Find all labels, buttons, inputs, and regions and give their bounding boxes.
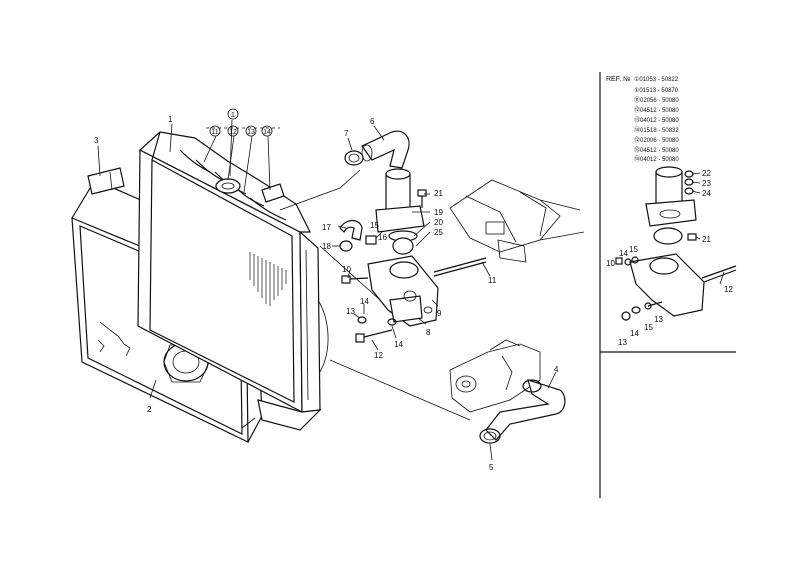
ref-line-9: ⑭04012 - 50080: [634, 155, 679, 163]
inset-callout-14b: 14: [630, 329, 639, 338]
callout-10: 10: [342, 265, 351, 274]
callout-7: 7: [344, 129, 349, 138]
callout-14b: 14: [394, 340, 403, 349]
callout-21: 21: [434, 189, 443, 198]
radiator-core: [137, 131, 329, 431]
callout-25: 25: [434, 228, 443, 237]
callout-9: 9: [437, 309, 442, 318]
circled-callout-12: 12: [229, 129, 237, 136]
circled-callout-11: 11: [211, 129, 218, 136]
inset-callout-13a: 13: [618, 338, 627, 347]
circled-callouts: 1 11 12 13 14: [209, 108, 273, 137]
callout-5: 5: [489, 463, 494, 472]
ref-title: REF. №: [606, 76, 631, 83]
callout-15: 15: [370, 221, 379, 230]
callout-11: 11: [488, 276, 497, 285]
callout-4: 4: [554, 365, 559, 374]
callout-3: 3: [94, 136, 99, 145]
callout-6: 6: [370, 117, 375, 126]
ref-line-7: ⑫02006 - 50080: [634, 136, 679, 144]
inset-alternative-parts: [599, 72, 737, 498]
water-pump-lower-hose: [449, 339, 566, 444]
callout-19: 19: [434, 208, 443, 217]
inset-callout-15a: 15: [629, 245, 638, 254]
inset-callout-10: 10: [606, 259, 615, 268]
callout-2: 2: [147, 405, 152, 414]
ref-line-6: ⑭01518 - 50832: [634, 126, 679, 134]
ref-line-4: ⑫04512 - 50080: [634, 106, 679, 114]
inset-callout-14a: 14: [619, 249, 628, 258]
inset-callouts: 22 23 24 21 10 14 15 12 13 14 15 13: [606, 169, 733, 347]
callout-13: 13: [346, 307, 355, 316]
ref-line-2: ①01513 - 50870: [634, 87, 679, 94]
inset-reference-list: REF. № ①01053 - 50822 ①01513 - 50870 ⑪02…: [606, 76, 679, 163]
inset-callout-22: 22: [702, 169, 711, 178]
engine-head-section: [449, 179, 585, 263]
inset-callout-23: 23: [702, 179, 711, 188]
callout-20: 20: [434, 218, 443, 227]
callout-14a: 14: [360, 297, 369, 306]
ref-line-3: ⑪02056 - 50080: [634, 96, 679, 104]
circled-callout-13: 13: [247, 129, 255, 136]
callout-17: 17: [322, 223, 331, 232]
ref-line-8: ⑬04512 - 50080: [634, 146, 679, 154]
ref-line-5: ⑬04012 - 50080: [634, 116, 679, 124]
callout-16: 16: [378, 233, 387, 242]
circled-callout-14: 14: [263, 129, 271, 136]
callout-1: 1: [168, 115, 173, 124]
inset-callout-24: 24: [702, 189, 711, 198]
callout-8: 8: [426, 328, 431, 337]
callout-labels: 1 2 3 4 5 6 7 8 9 10 11 12 13 14 14 15 1…: [94, 115, 559, 472]
leader-lines: [97, 119, 725, 461]
callout-18: 18: [322, 242, 331, 251]
inset-callout-15b: 15: [644, 323, 653, 332]
callout-12: 12: [374, 351, 383, 360]
thermostat-housing-group: [339, 130, 487, 343]
inset-callout-13b: 13: [654, 315, 663, 324]
leader-dashes: [206, 127, 471, 421]
circled-callout-1: 1: [231, 112, 235, 119]
inset-callout-12: 12: [724, 285, 733, 294]
ref-line-1: ①01053 - 50822: [634, 76, 679, 83]
inset-callout-21: 21: [702, 235, 711, 244]
